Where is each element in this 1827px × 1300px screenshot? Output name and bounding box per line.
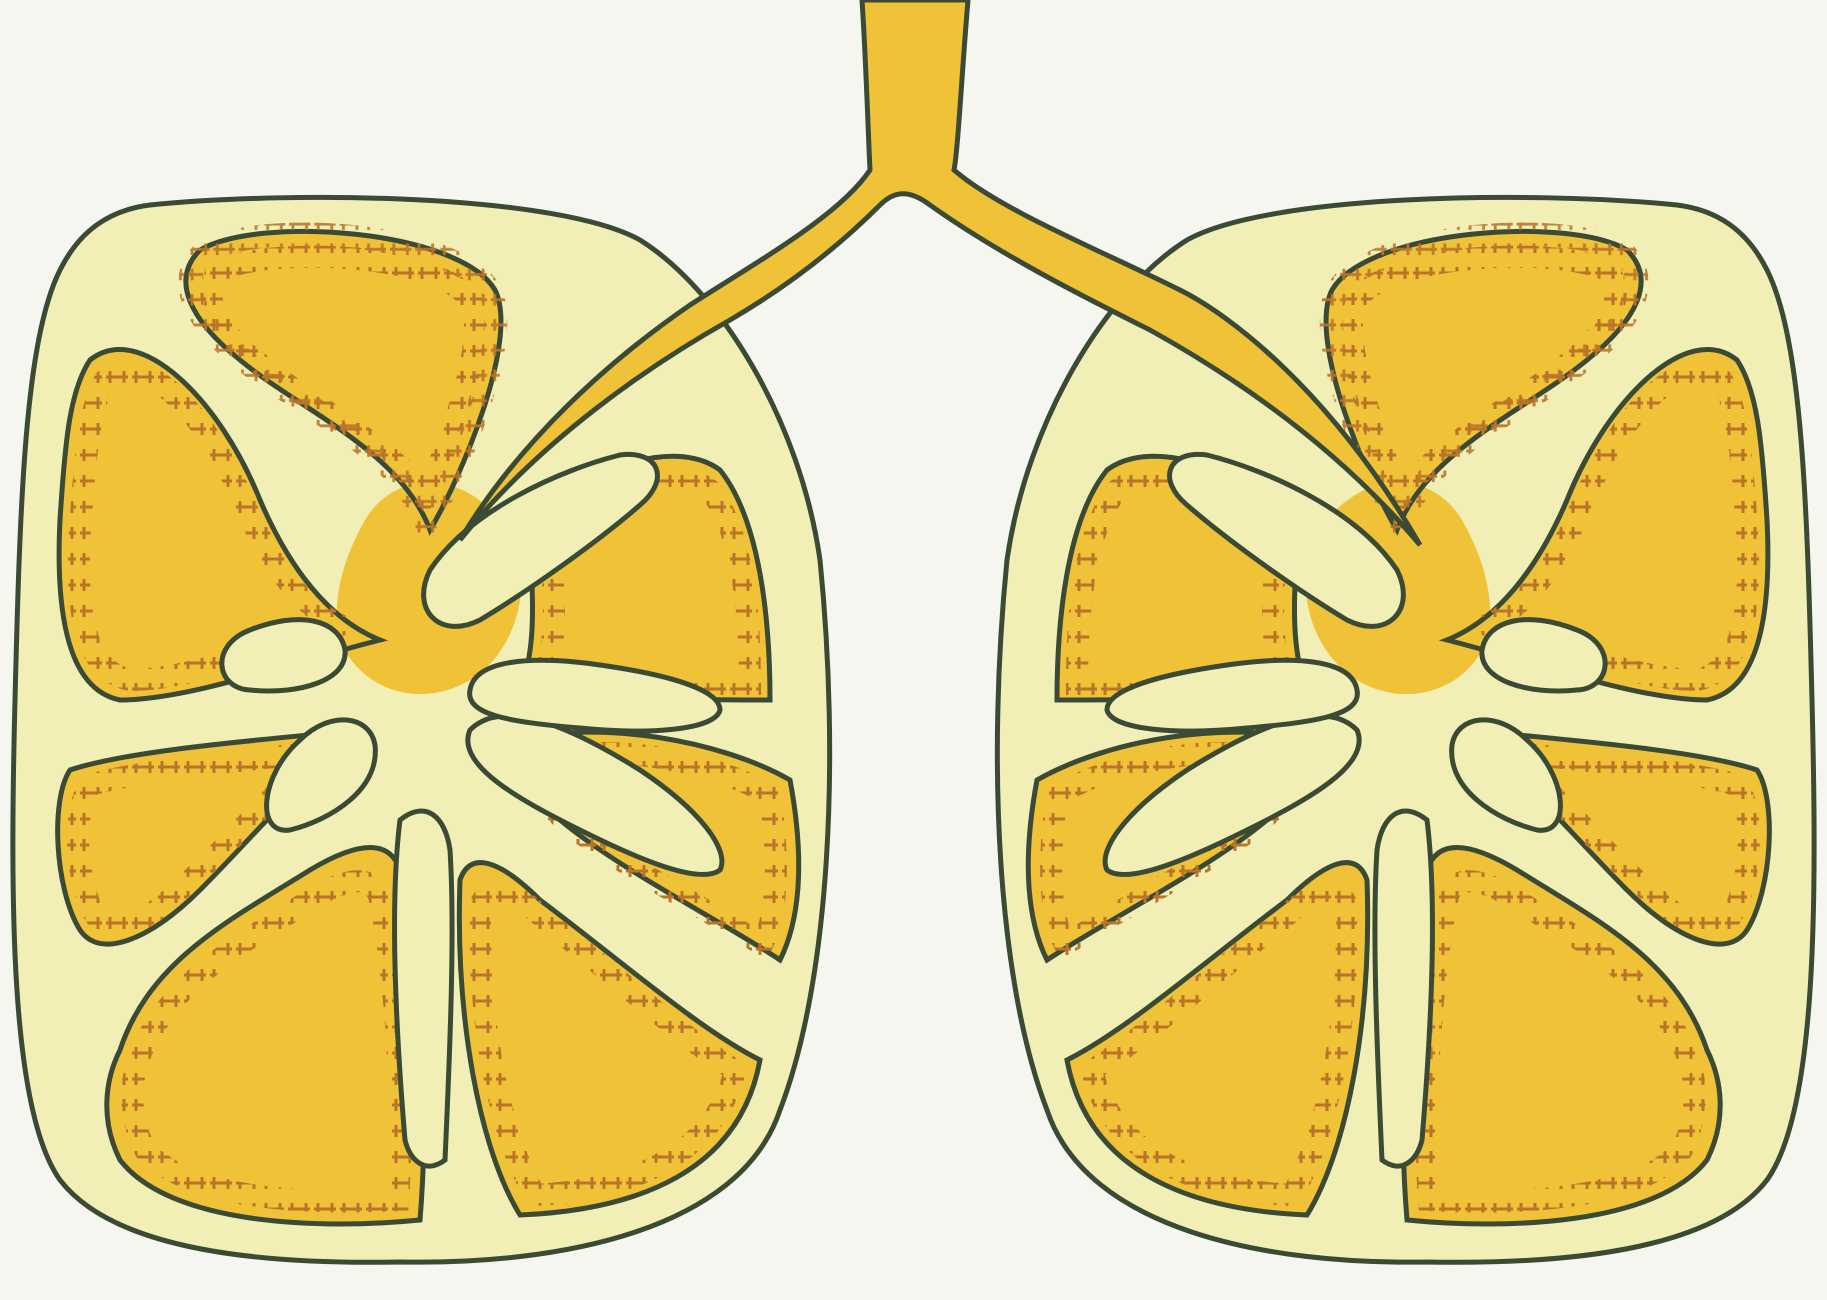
left-sac xyxy=(13,197,830,1262)
right-sac xyxy=(997,197,1814,1262)
